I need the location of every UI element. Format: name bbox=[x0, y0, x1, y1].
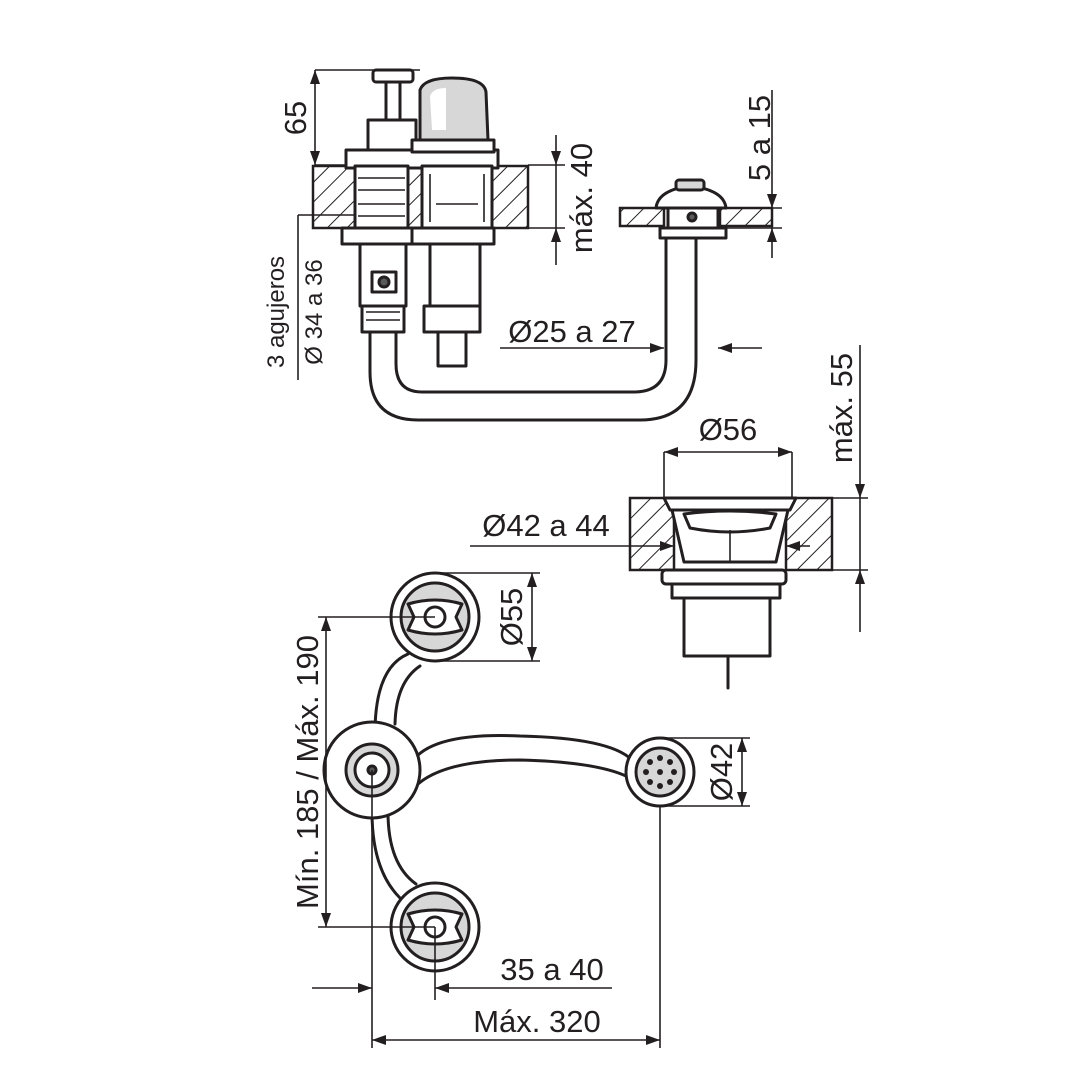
plan-hose-right-inner bbox=[416, 758, 632, 786]
plan-hose-top-outer bbox=[373, 652, 410, 735]
dim-5-15: 5 a 15 bbox=[700, 90, 782, 258]
left-valve-pin bbox=[377, 275, 391, 289]
drain-tail bbox=[682, 596, 772, 658]
drain-valve bbox=[628, 496, 834, 690]
dim-25-27: Ø25 a 27 bbox=[500, 314, 762, 353]
dim-max-320: Máx. 320 bbox=[372, 806, 661, 1048]
spray-head-cap bbox=[674, 178, 706, 192]
diverter-knob bbox=[371, 68, 415, 84]
diverter-stem bbox=[384, 80, 402, 122]
lower-nut-left bbox=[340, 226, 416, 246]
diverter-body bbox=[366, 118, 418, 152]
right-fitting bbox=[422, 304, 482, 334]
lower-nut-right bbox=[410, 226, 496, 246]
right-body-below bbox=[420, 164, 494, 230]
dim-max-55: máx. 55 bbox=[796, 345, 868, 632]
label-max-40: máx. 40 bbox=[564, 143, 599, 253]
spray-screw bbox=[686, 211, 698, 223]
side-elevation bbox=[311, 68, 774, 422]
label-65: 65 bbox=[278, 101, 313, 135]
mixer-handle-highlight bbox=[430, 88, 446, 130]
countertop-section-middle bbox=[406, 164, 424, 230]
drain-flange bbox=[662, 496, 798, 512]
drain-stopper bbox=[682, 509, 778, 534]
plan-spray-holes bbox=[643, 755, 677, 789]
label-25-27: Ø25 a 27 bbox=[508, 314, 636, 349]
dim-holes: 3 agujeros Ø 34 a 36 bbox=[263, 214, 355, 380]
drain-nut bbox=[660, 568, 788, 586]
countertop-section-left bbox=[311, 164, 357, 230]
right-supply-body bbox=[428, 242, 482, 308]
label-holes-line1: 3 agujeros bbox=[263, 256, 290, 368]
plan-hose-top-inner bbox=[393, 664, 422, 726]
flexible-hose-inner bbox=[394, 226, 668, 394]
mixer-handle-collar bbox=[410, 138, 496, 154]
dim-max-40: máx. 40 bbox=[528, 135, 599, 265]
left-body-rings bbox=[358, 177, 405, 217]
dim-55: Ø55 bbox=[435, 572, 540, 662]
label-42: Ø42 bbox=[704, 743, 739, 802]
spray-nut bbox=[658, 226, 728, 240]
right-outlet-stub bbox=[436, 330, 468, 368]
left-fitting-threads bbox=[366, 311, 400, 321]
dim-42: Ø42 bbox=[660, 737, 750, 807]
left-fitting bbox=[360, 304, 406, 334]
plan-hose-right-outer bbox=[410, 734, 634, 764]
dim-35-40: 35 a 40 bbox=[312, 770, 612, 1048]
label-42-44: Ø42 a 44 bbox=[482, 508, 610, 543]
dim-185-190: Mín. 185 / Máx. 190 bbox=[290, 616, 435, 928]
label-max-55: máx. 55 bbox=[824, 353, 859, 463]
countertop-section-right bbox=[490, 164, 530, 230]
label-5-15: 5 a 15 bbox=[742, 95, 777, 181]
dim-65: 65 bbox=[278, 69, 420, 166]
label-55: Ø55 bbox=[494, 588, 529, 647]
label-max-320: Máx. 320 bbox=[473, 1004, 601, 1039]
left-body-below bbox=[353, 164, 410, 230]
drain-ring bbox=[670, 582, 782, 600]
label-56: Ø56 bbox=[699, 412, 758, 447]
drain-countertop-right bbox=[784, 496, 834, 572]
spray-countertop-right bbox=[718, 206, 774, 228]
label-holes-line2: Ø 34 a 36 bbox=[301, 259, 328, 364]
right-body-lines bbox=[429, 174, 485, 222]
label-185-190: Mín. 185 / Máx. 190 bbox=[290, 635, 325, 909]
plan-hose-bottom-inner bbox=[386, 810, 418, 886]
dim-42-44: Ø42 a 44 bbox=[470, 508, 810, 551]
mixer-handle bbox=[418, 76, 490, 142]
dim-56: Ø56 bbox=[663, 412, 793, 498]
flexible-hose-outer bbox=[368, 226, 698, 422]
spray-countertop-left bbox=[618, 206, 666, 228]
label-35-40: 35 a 40 bbox=[500, 952, 603, 987]
drain-countertop-left bbox=[628, 496, 676, 572]
